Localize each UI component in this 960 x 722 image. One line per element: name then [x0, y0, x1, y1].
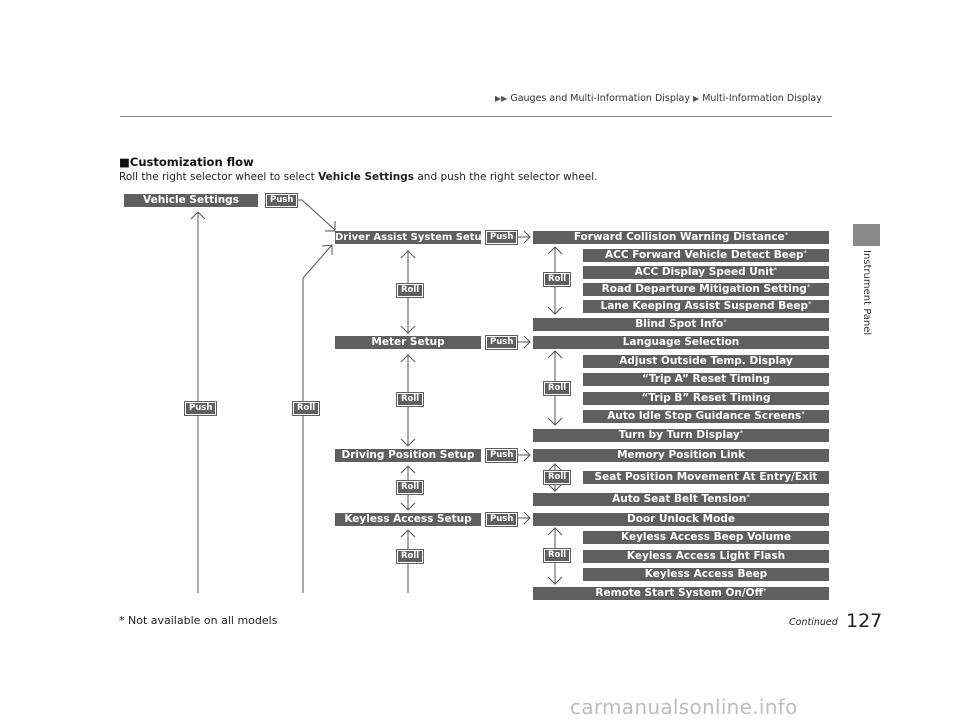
breadcrumb-arrow-icon: ▶▶: [495, 94, 508, 103]
availability-asterisk-icon: *: [746, 493, 750, 501]
page-number: 127: [846, 610, 883, 632]
seat-position-movement-item[interactable]: Seat Position Movement At Entry/Exit: [583, 471, 829, 484]
availability-asterisk-icon: *: [784, 231, 789, 239]
memory-position-link-item[interactable]: Memory Position Link: [533, 449, 829, 462]
availability-asterisk-icon: *: [773, 266, 778, 274]
forward-collision-warning-distance-item[interactable]: Forward Collision Warning Distance*: [533, 231, 829, 244]
breadcrumb: ▶▶ Gauges and Multi-Information Display …: [495, 93, 822, 104]
keyless-access-beep-item[interactable]: Keyless Access Beep: [583, 568, 829, 581]
trip-b-reset-timing-item[interactable]: “Trip B” Reset Timing: [583, 392, 829, 405]
availability-asterisk-icon: *: [807, 300, 812, 308]
roll-label: Roll: [542, 470, 572, 485]
footnote: * Not available on all models: [119, 614, 278, 627]
watermark: carmanualsonline.info: [570, 695, 798, 719]
breadcrumb-item[interactable]: Multi-Information Display: [702, 93, 822, 104]
roll-label: Roll: [395, 480, 425, 495]
roll-label: Roll: [542, 548, 572, 563]
push-label: Push: [484, 335, 519, 350]
chapter-tab-marker: [853, 224, 880, 246]
section-intro: Roll the right selector wheel to select …: [119, 171, 598, 183]
keyless-access-light-flash-item[interactable]: Keyless Access Light Flash: [583, 550, 829, 563]
availability-asterisk-icon: *: [723, 318, 727, 326]
breadcrumb-arrow-icon: ▶: [693, 94, 700, 103]
availability-asterisk-icon: *: [763, 587, 767, 595]
auto-seat-belt-tension-item[interactable]: Auto Seat Belt Tension*: [533, 493, 829, 506]
availability-asterisk-icon: *: [803, 249, 807, 257]
roll-label: Roll: [542, 272, 572, 287]
breadcrumb-item[interactable]: Gauges and Multi-Information Display: [510, 93, 690, 104]
push-label: Push: [484, 230, 519, 245]
driving-position-setup-menu[interactable]: Driving Position Setup: [335, 449, 481, 462]
vehicle-settings-menu[interactable]: Vehicle Settings: [124, 194, 258, 207]
push-label: Push: [484, 448, 519, 463]
remote-start-system-item[interactable]: Remote Start System On/Off*: [533, 587, 829, 600]
availability-asterisk-icon: *: [801, 410, 805, 418]
roll-label: Roll: [542, 381, 572, 396]
section-heading: ■Customization flow: [119, 155, 254, 169]
acc-display-speed-unit-item[interactable]: ACC Display Speed Unit*: [583, 266, 829, 279]
door-unlock-mode-item[interactable]: Door Unlock Mode: [533, 513, 829, 526]
roll-label: Roll: [395, 283, 425, 298]
driver-assist-system-setup-menu[interactable]: Driver Assist System Setup: [335, 231, 481, 244]
adjust-outside-temp-display-item[interactable]: Adjust Outside Temp. Display: [583, 355, 829, 368]
meter-setup-menu[interactable]: Meter Setup: [335, 336, 481, 349]
roll-label: Roll: [291, 401, 321, 416]
roll-label: Roll: [395, 549, 425, 564]
push-label: Push: [264, 193, 299, 208]
road-departure-mitigation-setting-item[interactable]: Road Departure Mitigation Setting*: [583, 283, 829, 296]
acc-forward-vehicle-detect-beep-item[interactable]: ACC Forward Vehicle Detect Beep*: [583, 249, 829, 262]
roll-label: Roll: [395, 392, 425, 407]
push-label: Push: [484, 512, 519, 527]
push-label: Push: [183, 401, 218, 416]
auto-idle-stop-guidance-screens-item[interactable]: Auto Idle Stop Guidance Screens*: [583, 410, 829, 423]
continued-label: Continued: [789, 617, 838, 628]
trip-a-reset-timing-item[interactable]: “Trip A” Reset Timing: [583, 373, 829, 386]
square-bullet-icon: ■: [119, 155, 130, 169]
turn-by-turn-display-item[interactable]: Turn by Turn Display*: [533, 429, 829, 442]
keyless-access-setup-menu[interactable]: Keyless Access Setup: [335, 513, 481, 526]
header-divider: [120, 116, 832, 117]
blind-spot-info-item[interactable]: Blind Spot Info*: [533, 318, 829, 331]
language-selection-item[interactable]: Language Selection: [533, 336, 829, 349]
availability-asterisk-icon: *: [806, 283, 811, 291]
keyless-access-beep-volume-item[interactable]: Keyless Access Beep Volume: [583, 531, 829, 544]
availability-asterisk-icon: *: [739, 429, 744, 437]
lane-keeping-assist-suspend-beep-item[interactable]: Lane Keeping Assist Suspend Beep*: [583, 300, 829, 313]
